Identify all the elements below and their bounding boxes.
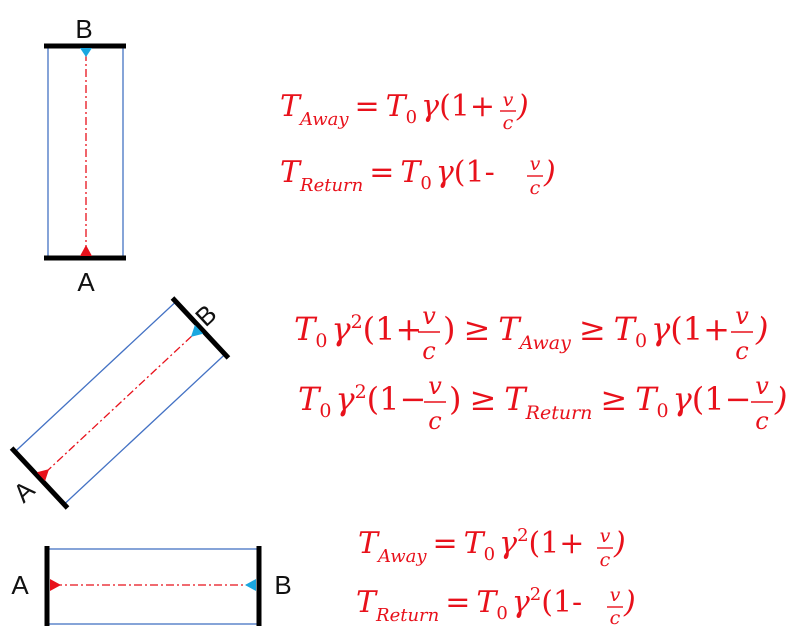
label-a: A — [77, 267, 95, 297]
close-paren: ) — [613, 526, 626, 561]
light-beam — [44, 332, 196, 474]
close-paren: ) — [543, 155, 556, 190]
label-a: A — [7, 474, 41, 508]
frac-v: v — [422, 302, 436, 330]
label-a: A — [11, 570, 29, 600]
figure-vertical: B A — [44, 14, 126, 297]
frac-v: v — [755, 372, 769, 400]
frac-v: v — [428, 372, 442, 400]
frac-c: c — [428, 407, 441, 435]
figure-diagonal — [9, 296, 231, 510]
frac-v: v — [735, 302, 749, 330]
frac-v: v — [600, 525, 611, 547]
frac-v: v — [610, 584, 621, 606]
source-marker — [36, 469, 50, 482]
target-marker — [80, 48, 92, 57]
source-marker — [50, 579, 61, 591]
target-marker — [190, 324, 204, 337]
frac-c: c — [755, 407, 768, 435]
close-paren: ) — [755, 310, 768, 348]
close-paren: ) — [623, 585, 636, 620]
frac-v: v — [530, 153, 541, 175]
frac-c: c — [530, 177, 541, 199]
mirror-lower — [9, 446, 70, 510]
label-b: B — [274, 570, 291, 600]
mirror-upper — [170, 296, 231, 360]
frac-c: c — [735, 337, 748, 365]
frac-c: c — [503, 112, 514, 134]
frac-v: v — [503, 89, 514, 111]
close-paren: ) — [774, 380, 786, 418]
label-b: B — [75, 14, 92, 44]
frac-c: c — [422, 337, 435, 365]
figure-horizontal: A B — [11, 546, 292, 626]
target-marker — [245, 579, 256, 591]
close-paren: ) — [516, 89, 529, 124]
source-marker — [80, 245, 92, 256]
frac-c: c — [610, 607, 621, 626]
frac-c: c — [600, 549, 611, 571]
box-outline — [46, 548, 260, 625]
